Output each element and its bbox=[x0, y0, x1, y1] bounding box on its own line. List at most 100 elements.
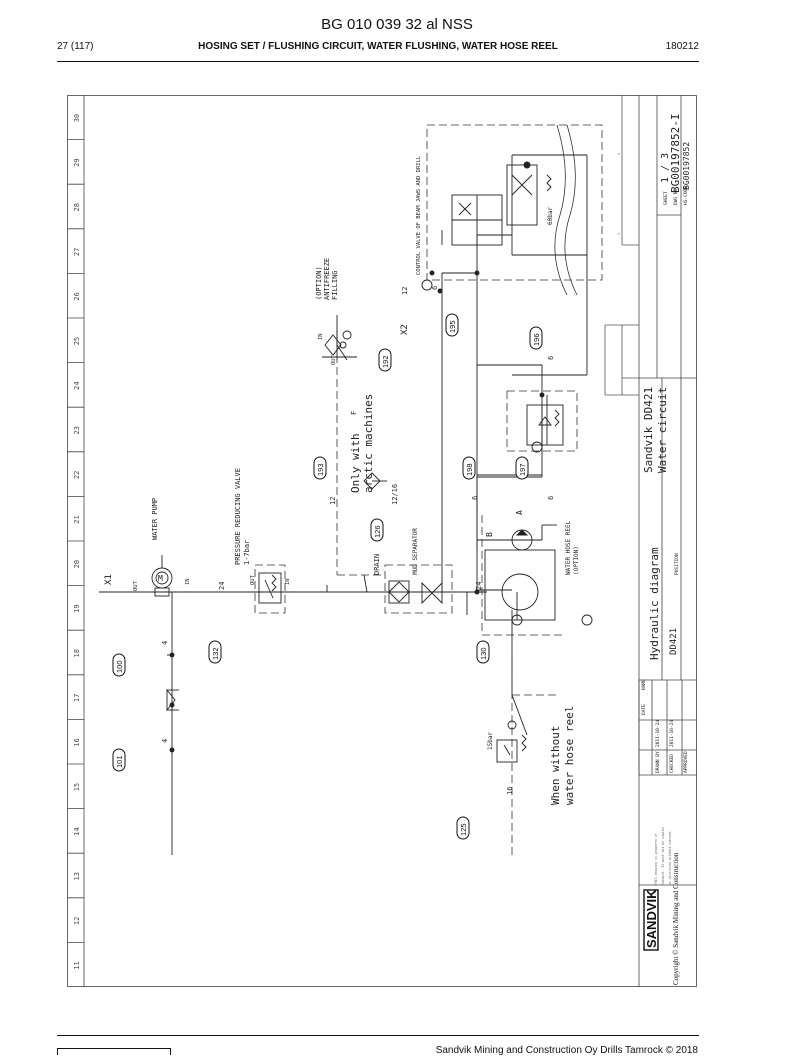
footer-logo bbox=[57, 1048, 171, 1055]
dashed-boundaries bbox=[254, 124, 603, 855]
svg-text:THIS drawing is property of: THIS drawing is property of bbox=[654, 833, 658, 885]
separator-label: MUD SEPARATOR bbox=[412, 528, 419, 575]
callout-bubble bbox=[456, 816, 470, 840]
arctic-label-2: arctic machines bbox=[362, 394, 375, 493]
relief-valve bbox=[526, 404, 564, 446]
callout-number: 192 bbox=[381, 355, 390, 368]
page-number: 27 (117) bbox=[57, 41, 94, 52]
callout-number: 193 bbox=[316, 463, 325, 476]
svg-text:2: 2 bbox=[617, 153, 621, 155]
hose-size-6a: 6 bbox=[471, 496, 479, 500]
callout-bubble bbox=[112, 748, 126, 772]
grid-number: 16 bbox=[73, 738, 81, 746]
antifreeze-valve bbox=[324, 334, 342, 356]
callout-bubble bbox=[112, 653, 126, 677]
reel-option-label: (OPTION) bbox=[573, 546, 580, 575]
svg-text:Sandvik. It must not be copied: Sandvik. It must not be copied bbox=[661, 827, 665, 885]
antifreeze-label-2: ANTIFREEZE bbox=[323, 258, 331, 300]
pressure-15bar: 15bar bbox=[487, 732, 494, 750]
pump-motor-letter: M bbox=[158, 574, 163, 583]
hose-size-12: 12 bbox=[329, 497, 337, 505]
callout-bubble bbox=[476, 640, 490, 664]
grid-number: 25 bbox=[73, 337, 81, 345]
callout-number: 196 bbox=[532, 333, 541, 346]
svg-text:or disclosed without consent: or disclosed without consent bbox=[668, 831, 672, 885]
x2-label: X2 bbox=[400, 324, 410, 335]
hydraulic-diagram-sheet: 1112131415161718192021222324252627282930… bbox=[67, 95, 697, 987]
document-date: 180212 bbox=[665, 41, 699, 52]
header-rule bbox=[57, 61, 699, 62]
callout-bubble bbox=[378, 348, 392, 372]
name-column-label: NAME bbox=[641, 679, 647, 690]
sheet-value: 1 / 3 bbox=[660, 153, 671, 183]
hose-size-4a: 4 bbox=[161, 641, 169, 645]
model-name: DD421 bbox=[669, 628, 679, 655]
grid-number: 11 bbox=[73, 961, 81, 969]
callout-number: 197 bbox=[518, 463, 527, 476]
hose-size-6b: 6 bbox=[547, 496, 555, 500]
callout-number: 198 bbox=[465, 463, 474, 476]
callout-number: 101 bbox=[115, 755, 124, 768]
grid-number: 15 bbox=[73, 783, 81, 791]
machine-name: Sandvik DD421 bbox=[642, 387, 655, 473]
sheet-label: SHEET bbox=[663, 191, 669, 205]
hose-size-4b: 4 bbox=[161, 739, 169, 743]
grid-number: 14 bbox=[73, 827, 81, 835]
hydraulic-lines bbox=[99, 154, 588, 855]
x1-label: X1 bbox=[104, 574, 114, 585]
prv-label: PRESSURE REDUCING VALVE bbox=[234, 468, 242, 565]
svg-text:1: 1 bbox=[617, 233, 621, 235]
callout-number: 126 bbox=[373, 525, 382, 538]
prv-in-label: IN bbox=[285, 578, 291, 585]
drawing-number: BG00197852-I bbox=[669, 114, 682, 193]
hose-size-24b: 24 bbox=[475, 582, 483, 590]
approved-label: APPROVED bbox=[683, 751, 689, 773]
prv-out-label: OUT bbox=[250, 574, 256, 585]
port-b-label: B bbox=[485, 532, 494, 537]
hose-size-12-16: 12/16 bbox=[391, 484, 399, 505]
position-label: POSITION bbox=[674, 553, 680, 575]
callout-bubble bbox=[445, 313, 459, 337]
grid-number: 13 bbox=[73, 872, 81, 880]
callout-number: 125 bbox=[459, 823, 468, 836]
grid-number: 18 bbox=[73, 649, 81, 657]
document-id: BG 010 039 32 al NSS bbox=[321, 16, 473, 33]
drawn-by-date: 2011-10-24 bbox=[655, 720, 661, 747]
drawn-by-label: DRAWN BY bbox=[655, 751, 661, 773]
sheet-copyright: Copyright © Sandvik Mining and Construct… bbox=[672, 852, 680, 985]
grid-number: 28 bbox=[73, 203, 81, 211]
drain-label: DRAIN bbox=[373, 554, 381, 575]
company-logo: SANDVIK bbox=[644, 889, 659, 948]
callout-bubble bbox=[313, 456, 327, 480]
water-pump-label: WATER PUMP bbox=[151, 498, 159, 540]
grid-number: 19 bbox=[73, 604, 81, 612]
reel-label: WATER HOSE REEL bbox=[565, 520, 572, 575]
date-column-label: DATE bbox=[641, 704, 647, 715]
arctic-label-1: Only with bbox=[349, 433, 362, 493]
grid-number: 26 bbox=[73, 292, 81, 300]
antifreeze-out-label: OUT bbox=[331, 354, 337, 365]
callout-number: 100 bbox=[115, 660, 124, 673]
callout-bubble bbox=[462, 456, 476, 480]
grid-number: 27 bbox=[73, 248, 81, 256]
callout-bubble bbox=[515, 456, 529, 480]
hose-size-6c: 6 bbox=[547, 356, 555, 360]
hose-size-12b: 12 bbox=[401, 287, 409, 295]
checked-label: CHECKED bbox=[669, 754, 675, 773]
circuit-name: Water circuit bbox=[656, 387, 669, 473]
hose-size-24a: 24 bbox=[218, 582, 226, 590]
antifreeze-label-1: (OPTION) bbox=[315, 266, 323, 300]
callout-bubble bbox=[529, 326, 543, 350]
antifreeze-in-label: IN bbox=[318, 333, 324, 340]
pressure-reducing-valve bbox=[258, 572, 282, 604]
hs-code-label: HS-CODE bbox=[683, 186, 689, 205]
title-block: 1 2 THIS drawing is property of Sandvik.… bbox=[604, 95, 697, 987]
callout-number: 195 bbox=[448, 320, 457, 333]
hose-size-6d: 6 bbox=[431, 286, 439, 290]
grid-number: 23 bbox=[73, 426, 81, 434]
grid-number: 22 bbox=[73, 471, 81, 479]
grid-number: 21 bbox=[73, 515, 81, 523]
grid-number: 29 bbox=[73, 158, 81, 166]
